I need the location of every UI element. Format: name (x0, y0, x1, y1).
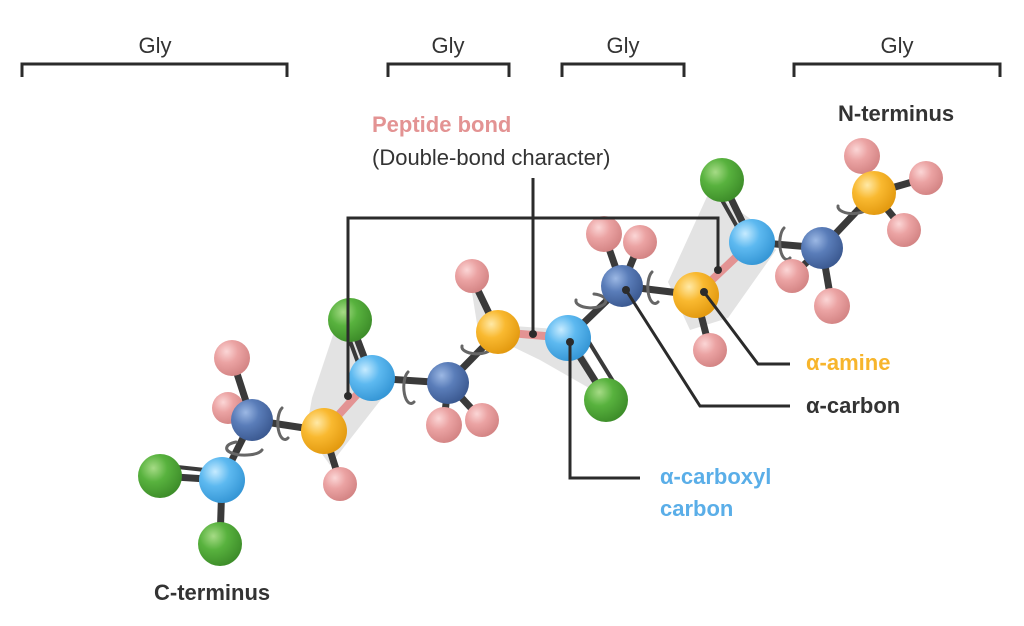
carbonyl-carbon-atom (349, 355, 395, 401)
rotation-arrow (276, 406, 290, 441)
alpha-amine-leader (702, 291, 790, 366)
hydrogen-atom (623, 225, 657, 259)
alpha-carboxyl-label-line2: carbon (660, 496, 734, 521)
carbonyl-carbon-atom (729, 219, 775, 265)
rotation-arrow (778, 226, 792, 261)
alpha-carboxyl-label-line1: α-carboxyl (660, 464, 772, 489)
residue-label-1: Gly (138, 33, 172, 58)
hydrogen-atom (214, 340, 250, 376)
alpha-carbon-atom (231, 399, 273, 441)
atoms (138, 138, 943, 566)
bracket-4 (792, 62, 1002, 77)
hydrogen-atom (775, 259, 809, 293)
hydrogen-atom (909, 161, 943, 195)
nitrogen-atom (476, 310, 520, 354)
bracket-3 (560, 62, 686, 77)
alpha-carbon-label: α-carbon (806, 393, 901, 418)
rotation-arrow (574, 292, 608, 310)
hydrogen-atom (455, 259, 489, 293)
alpha-amine-label: α-amine (806, 350, 891, 375)
nitrogen-atom (673, 272, 719, 318)
peptide-bond-label: Peptide bond (372, 112, 512, 137)
residue-label-3: Gly (606, 33, 640, 58)
residue-brackets (20, 62, 1002, 77)
alpha-carbon-atom (801, 227, 843, 269)
leader-dots (344, 266, 722, 400)
nitrogen-atom (852, 171, 896, 215)
residue-label-4: Gly (880, 33, 914, 58)
alpha-carboxyl-leader (568, 342, 640, 480)
leader-lines (346, 178, 790, 480)
rotation-arrow (402, 370, 416, 405)
hydrogen-atom (323, 467, 357, 501)
hydrogen-atom (586, 216, 622, 252)
oxygen-atom (584, 378, 628, 422)
carbonyl-carbon-atom (199, 457, 245, 503)
carbonyl-carbon-atom (545, 315, 591, 361)
peptide-plane-2 (470, 280, 610, 400)
n-terminus-label: N-terminus (838, 101, 955, 126)
oxygen-atom (138, 454, 182, 498)
double-bond-character-label: (Double-bond character) (372, 145, 611, 170)
nitrogen-atom (301, 408, 347, 454)
residue-label-2: Gly (431, 33, 465, 58)
hydrogen-atom (814, 288, 850, 324)
bracket-2 (386, 62, 511, 77)
alpha-carbon-atom (601, 265, 643, 307)
hydrogen-atom (693, 333, 727, 367)
oxygen-atom (700, 158, 744, 202)
oxygen-atom (198, 522, 242, 566)
alpha-carbon-leader (624, 289, 790, 408)
rotation-arrow (646, 270, 660, 305)
hydrogen-atom (887, 213, 921, 247)
hydrogen-atom (465, 403, 499, 437)
rotation-arrow (225, 440, 264, 457)
alpha-carbon-atom (427, 362, 469, 404)
c-terminus-label: C-terminus (154, 580, 271, 605)
oxygen-atom (328, 298, 372, 342)
hydrogen-atom (426, 407, 462, 443)
hydrogen-atom (844, 138, 880, 174)
bracket-1 (20, 62, 289, 77)
